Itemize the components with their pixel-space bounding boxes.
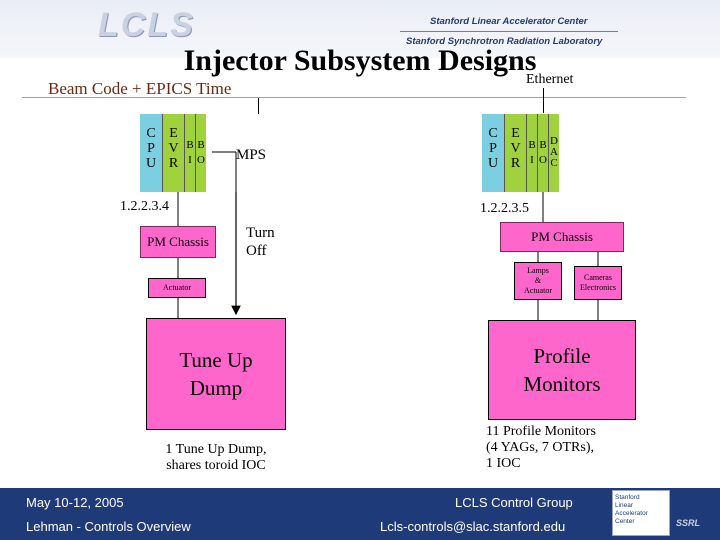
slac-header-text: Stanford Linear Accelerator Center [430, 16, 588, 27]
footer-group: LCLS Control Group [455, 495, 573, 510]
footer-date: May 10-12, 2005 [26, 495, 124, 510]
right-caption: 11 Profile Monitors (4 YAGs, 7 OTRs), 1 … [486, 424, 596, 471]
footer-email: Lcls-controls@slac.stanford.edu [380, 519, 566, 534]
lamps-actuator-box: Lamps&Actuator [514, 262, 562, 300]
ssrl-logo: SSRL [676, 518, 701, 528]
left-ioc-address: 1.2.2.3.4 [120, 199, 169, 214]
footer-author: Lehman - Controls Overview [26, 519, 191, 534]
header-rule [400, 31, 618, 32]
ethernet-drop-left [258, 98, 259, 114]
header-band [0, 0, 720, 58]
left-pm-chassis: PM Chassis [140, 226, 216, 258]
beam-code-label: Beam Code + EPICS Time [48, 79, 232, 98]
right-ioc-address: 1.2.2.3.5 [480, 201, 529, 216]
mps-label: MPS [236, 147, 267, 163]
ethernet-label: Ethernet [526, 72, 574, 87]
right-pm-chassis: PM Chassis [500, 222, 624, 252]
footer-bar [0, 488, 720, 540]
slide-title: Injector Subsystem Designs [183, 44, 537, 77]
lcls-logo: LCLS [98, 6, 195, 44]
left-actuator-box: Actuator [148, 278, 206, 298]
left-caption: 1 Tune Up Dump,shares toroid IOC [165, 442, 267, 473]
ethernet-bus-line [22, 97, 686, 98]
ssrl-header-text: Stanford Synchrotron Radiation Laborator… [406, 36, 603, 47]
ethernet-drop-right [543, 88, 544, 113]
